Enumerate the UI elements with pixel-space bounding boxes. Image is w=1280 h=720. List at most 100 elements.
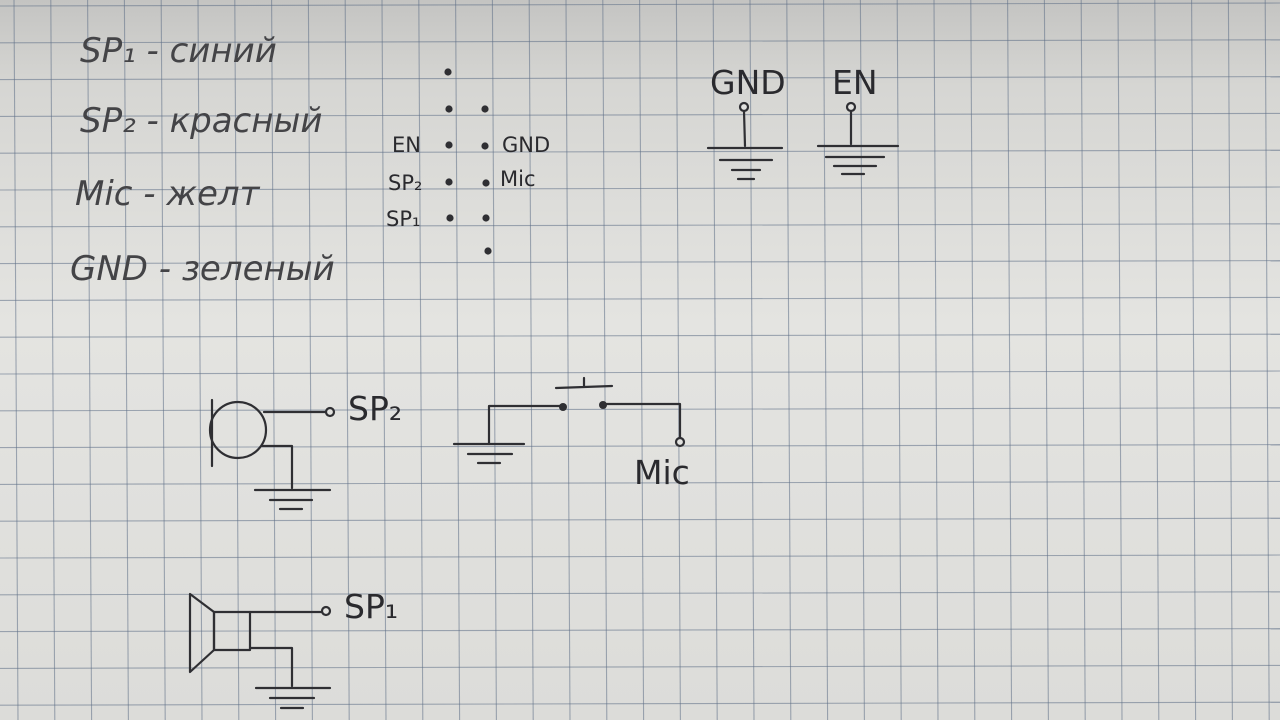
legend-mic: Mic - желт xyxy=(75,174,261,214)
en-label: EN xyxy=(832,63,878,102)
grid-line xyxy=(602,0,608,720)
grid-line xyxy=(271,0,277,720)
grid-line xyxy=(0,149,1280,154)
grid-line xyxy=(0,2,1280,7)
grid-line xyxy=(0,333,1280,338)
pin-label-sp2: SP₂ xyxy=(388,171,422,195)
grid-line xyxy=(0,39,1280,44)
grid-line xyxy=(1080,0,1086,720)
grid-line xyxy=(381,0,387,720)
grid-line xyxy=(0,664,1280,669)
grid-line xyxy=(1227,0,1233,720)
pin-label-gnd: GND xyxy=(502,133,550,157)
connector-pin xyxy=(481,105,489,113)
wire xyxy=(260,444,294,490)
grid-line xyxy=(0,186,1280,191)
connector-pin xyxy=(445,105,453,113)
gnd-terminal xyxy=(738,101,750,113)
grid-line xyxy=(0,370,1280,375)
ground-symbol xyxy=(816,144,900,176)
grid-line xyxy=(123,0,129,720)
grid-line xyxy=(639,0,645,720)
connector-pin xyxy=(445,178,453,186)
switch-contact xyxy=(599,401,607,409)
grid-line xyxy=(197,0,203,720)
grid-line xyxy=(823,0,829,720)
legend-gnd: GND - зеленый xyxy=(70,249,335,289)
grid-line xyxy=(0,480,1280,485)
grid-line xyxy=(749,0,755,720)
legend-sp2: SP₂ - красный xyxy=(80,101,322,141)
grid-line xyxy=(307,0,313,720)
grid-line xyxy=(0,76,1280,81)
ground-symbol xyxy=(706,146,784,181)
grid-line xyxy=(0,701,1280,706)
ground-symbols: GND EN xyxy=(706,63,900,181)
grid-line xyxy=(0,444,1280,449)
grid-line xyxy=(0,296,1280,301)
connector-pin xyxy=(482,179,490,187)
terminal xyxy=(320,605,332,617)
pin-label-mic: Mic xyxy=(500,167,536,191)
grid-line xyxy=(528,0,534,720)
grid-line xyxy=(896,0,902,720)
grid-line xyxy=(344,0,350,720)
grid-line xyxy=(491,0,497,720)
wire xyxy=(605,402,682,440)
connector-pin xyxy=(484,247,492,255)
grid-line xyxy=(786,0,792,720)
grid-line xyxy=(1191,0,1197,720)
ground-symbol xyxy=(253,488,332,511)
grid-line xyxy=(1043,0,1049,720)
grid-line xyxy=(87,0,93,720)
grid-line xyxy=(712,0,718,720)
speaker-sp2-circuit: SP₂ xyxy=(208,389,402,511)
wire-color-legend: SP₁ - синий SP₂ - красный Mic - желт GND… xyxy=(70,31,335,289)
grid-line xyxy=(565,0,571,720)
grid-line xyxy=(970,0,976,720)
sp2-label: SP₂ xyxy=(348,389,402,428)
grid-line xyxy=(234,0,240,720)
ground-symbol xyxy=(254,686,332,710)
connector-pin xyxy=(482,214,490,222)
grid-line xyxy=(933,0,939,720)
grid-line xyxy=(160,0,166,720)
pin-label-sp1: SP₁ xyxy=(386,207,420,231)
switch-mic-circuit: Mic xyxy=(452,376,690,492)
terminal xyxy=(324,406,336,418)
grid-line xyxy=(0,517,1280,522)
grid-line xyxy=(1007,0,1013,720)
en-terminal xyxy=(845,101,857,113)
connector-pin xyxy=(444,68,452,76)
gnd-label: GND xyxy=(710,63,786,102)
connector-pin xyxy=(446,214,454,222)
speaker-sp1-circuit: SP₁ xyxy=(188,587,398,710)
pin-label-en: EN xyxy=(392,133,421,157)
sp1-label: SP₁ xyxy=(344,587,398,626)
speaker-circle xyxy=(208,400,268,460)
grid-line xyxy=(0,260,1280,265)
grid-line xyxy=(1117,0,1123,720)
speaker-body xyxy=(212,610,252,652)
grid-line xyxy=(418,0,424,720)
grid-line xyxy=(0,223,1280,228)
grid-line xyxy=(0,591,1280,596)
grid-line xyxy=(50,0,56,720)
legend-sp1: SP₁ - синий xyxy=(80,31,277,71)
grid-line xyxy=(13,0,19,720)
grid-line xyxy=(0,554,1280,559)
connector-pin xyxy=(445,141,453,149)
grid-line xyxy=(0,628,1280,633)
connector-pinout: EN SP₂ SP₁ GND Mic xyxy=(386,68,550,255)
switch-contact xyxy=(559,403,567,411)
gnd-lead xyxy=(742,109,747,148)
wire xyxy=(248,646,294,688)
grid-line xyxy=(1154,0,1160,720)
connector-pin xyxy=(481,142,489,150)
mic-terminal xyxy=(674,436,686,448)
grid-line xyxy=(675,0,681,720)
grid-line xyxy=(0,407,1280,412)
mic-label: Mic xyxy=(634,453,690,492)
